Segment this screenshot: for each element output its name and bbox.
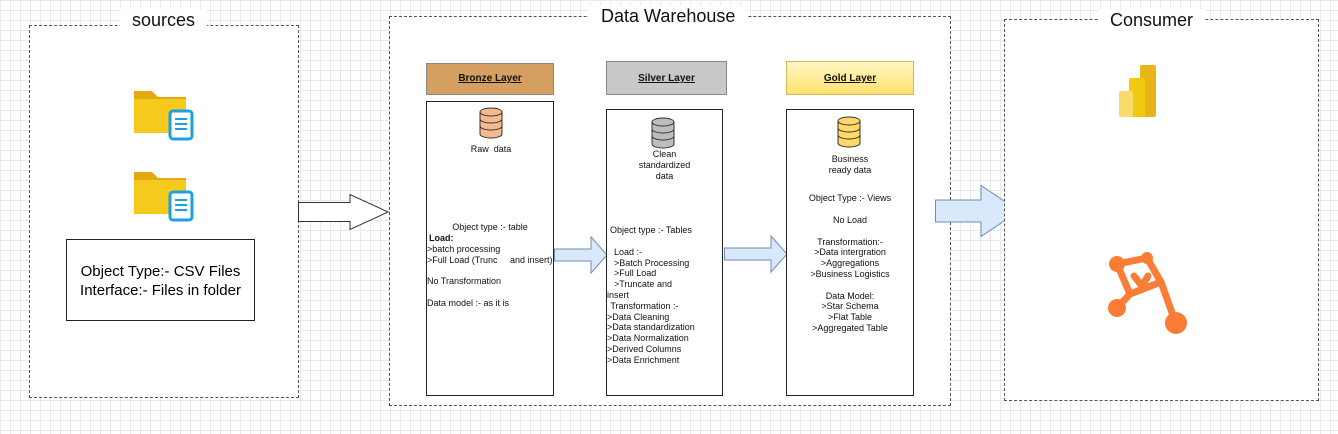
sources-title: sources — [120, 9, 208, 31]
bronze-caption: Raw data — [470, 144, 512, 154]
bronze-layer-header: Bronze Layer — [426, 63, 554, 95]
silver-load-line: >Full Load — [609, 268, 657, 278]
bronze-load-line: >Full Load (Trunc and insert) — [427, 255, 553, 265]
consumer-group — [1004, 19, 1319, 401]
gold-model-line: >Aggregated Table — [812, 323, 888, 333]
sources-interface: Interface:- Files in folder — [80, 282, 241, 299]
gold-layer-header: Gold Layer — [786, 61, 914, 95]
silver-load-line: Load :- — [609, 247, 643, 257]
silver-object-type: Object type :- Tables — [610, 225, 692, 235]
database-icon — [479, 107, 503, 139]
silver-caption-line: data — [655, 171, 674, 181]
sources-object-type: Object Type:- CSV Files — [80, 263, 241, 280]
arrow-right-icon — [724, 234, 788, 274]
arrow-right-icon — [554, 235, 608, 275]
silver-caption-line: Clean — [652, 149, 677, 159]
gold-model-line: Data Model: — [825, 291, 875, 301]
warehouse-title: Data Warehouse — [589, 5, 748, 27]
silver-transformation-line: >Data Normalization — [607, 333, 689, 343]
silver-layer-header: Silver Layer — [606, 61, 727, 95]
gold-caption-line: ready data — [828, 165, 872, 175]
silver-load-line: >Batch Processing — [609, 258, 690, 268]
bronze-load-title: Load: — [429, 233, 454, 243]
analytics-app-icon — [1108, 252, 1187, 334]
gold-caption-line: Business — [831, 154, 869, 164]
silver-transformation-line: Transformation :- — [608, 301, 679, 311]
gold-transformation-line: >Data intergration — [814, 247, 886, 257]
gold-layer-box — [786, 109, 914, 396]
bronze-layer-box — [426, 101, 554, 396]
folder-file-icon — [134, 172, 194, 222]
consumer-title: Consumer — [1098, 9, 1206, 31]
gold-model-line: >Flat Table — [827, 312, 873, 322]
silver-transformation-line: >Data Cleaning — [607, 312, 670, 322]
silver-layer-box — [606, 109, 723, 396]
silver-transformation-line: >Data Enrichment — [607, 355, 680, 365]
gold-transformation-line: >Aggregations — [820, 258, 880, 268]
folder-file-icon — [134, 91, 194, 141]
silver-load-line: insert — [607, 290, 630, 300]
database-icon — [837, 116, 861, 148]
bronze-data-model: Data model :- as it is — [427, 298, 510, 308]
gold-load: No Load — [832, 215, 868, 225]
arrow-right-icon — [935, 184, 1020, 238]
gold-object-type: Object Type :- Views — [808, 193, 892, 203]
gold-model-line: >Star Schema — [821, 301, 879, 311]
silver-transformation-line: >Data standardization — [607, 322, 695, 332]
silver-load-line: >Truncate and — [609, 279, 672, 289]
bronze-object-type: Object type :- table — [452, 222, 528, 232]
bronze-load-line: >batch processing — [427, 244, 501, 254]
bronze-transformation: No Transformation — [427, 276, 502, 286]
arrow-right-icon — [298, 193, 390, 231]
gold-transformation-line: >Business Logistics — [810, 269, 890, 279]
database-icon — [651, 117, 675, 149]
sources-info-box: Object Type:- CSV Files Interface:- File… — [66, 239, 255, 321]
silver-transformation-line: >Derived Columns — [607, 344, 682, 354]
power-bi-icon — [1119, 65, 1156, 117]
gold-transformation-line: Transformation:- — [817, 237, 883, 247]
silver-caption-line: standardized — [638, 160, 691, 170]
